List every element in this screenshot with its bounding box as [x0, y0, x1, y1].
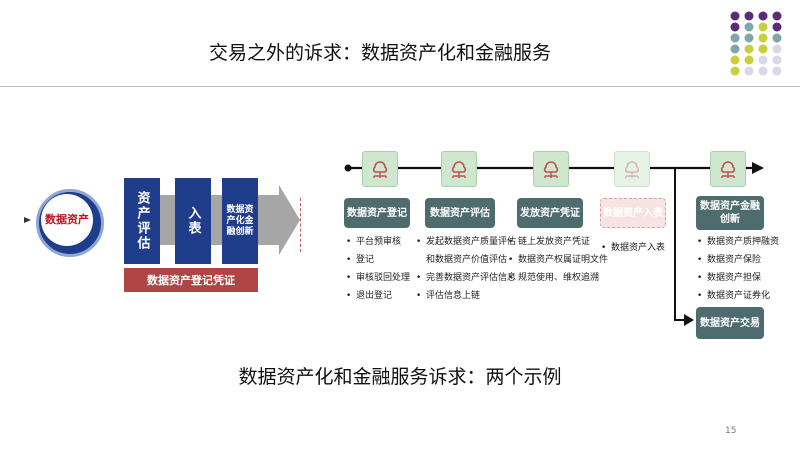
list-item: 数据资产质押融资 — [697, 233, 779, 251]
node-icon-4 — [614, 151, 650, 187]
decorative-dot — [772, 55, 782, 65]
list-item: 数据资产入表 — [601, 239, 665, 257]
node-icon-3 — [533, 151, 569, 187]
stage-registration: 数据资产登记 — [344, 198, 410, 228]
decorative-dots — [730, 11, 782, 76]
decorative-dot — [758, 66, 768, 76]
decorative-dot — [772, 44, 782, 54]
registration-certificate-bar: 数据资产登记凭证 — [124, 268, 258, 292]
title-divider — [0, 86, 800, 87]
network-icon — [543, 161, 559, 178]
network-icon — [372, 161, 388, 178]
decorative-dot — [758, 55, 768, 65]
network-icon — [451, 161, 467, 178]
decorative-dot — [730, 66, 740, 76]
branch-line — [674, 168, 686, 321]
asset-assessment-box: 资产评估 — [124, 178, 160, 264]
branch-arrowhead-icon — [684, 314, 694, 326]
decorative-dot — [758, 22, 768, 32]
entry-box: 入表 — [175, 178, 211, 264]
timeline-arrowhead-icon — [752, 162, 764, 174]
decorative-dot — [744, 22, 754, 32]
slide-title: 交易之外的诉求：数据资产化和金融服务 — [208, 42, 551, 64]
decorative-dot — [744, 11, 754, 21]
decorative-dot — [744, 44, 754, 54]
list-item: 数据资产保险 — [697, 251, 779, 269]
list-item: 发起数据资产质量评估 — [416, 233, 516, 251]
network-icon — [624, 161, 640, 178]
node-icon-2 — [441, 151, 477, 187]
list-item: 完善数据资产评估信息 — [416, 269, 516, 287]
list-item: 平台预审核 — [346, 233, 410, 251]
node-icon-5 — [710, 151, 746, 187]
decorative-dot — [730, 11, 740, 21]
list-item: 退出登记 — [346, 287, 410, 305]
finance-innovation-box: 数据资产化金融创新 — [222, 178, 258, 264]
decorative-dot — [772, 11, 782, 21]
list-item: 数据资产担保 — [697, 269, 779, 287]
decorative-dot — [730, 22, 740, 32]
list-item: 审核驳回处理 — [346, 269, 410, 287]
list-item: 数据资产证券化 — [697, 287, 779, 305]
list-item: 和数据资产价值评估 — [426, 255, 508, 265]
decorative-dot — [744, 33, 754, 43]
decorative-dot — [730, 44, 740, 54]
decorative-dot — [744, 66, 754, 76]
page-number: 15 — [725, 426, 737, 436]
node-icon-1 — [362, 151, 398, 187]
certificate-list: 链上发放资产凭证 数据资产权属证明文件 规范使用、维权追溯 — [508, 233, 608, 287]
decorative-dot — [758, 33, 768, 43]
decorative-dot — [730, 33, 740, 43]
stage-entry: 数据资产入表 — [600, 198, 666, 228]
small-arrow-icon — [24, 217, 31, 223]
list-item: 规范使用、维权追溯 — [508, 269, 608, 287]
assessment-list: 发起数据资产质量评估 和数据资产价值评估 完善数据资产评估信息 评估信息上链 — [416, 233, 516, 305]
entry-list: 数据资产入表 — [601, 239, 665, 257]
decorative-dot — [772, 66, 782, 76]
network-icon — [720, 161, 736, 178]
decorative-dot — [730, 55, 740, 65]
decorative-dot — [758, 44, 768, 54]
list-item: 评估信息上链 — [416, 287, 516, 305]
stage-assessment: 数据资产评估 — [425, 198, 495, 228]
slide-subtitle: 数据资产化和金融服务诉求：两个示例 — [238, 366, 562, 388]
data-asset-label: 数据资产 — [41, 194, 93, 246]
list-item: 链上发放资产凭证 — [508, 233, 608, 251]
finance-list: 数据资产质押融资 数据资产保险 数据资产担保 数据资产证券化 — [697, 233, 779, 305]
decorative-dot — [772, 33, 782, 43]
timeline-start-dot — [344, 164, 352, 172]
decorative-dot — [744, 55, 754, 65]
dashed-separator — [300, 198, 303, 252]
registration-list: 平台预审核 登记 审核驳回处理 退出登记 — [346, 233, 410, 305]
stage-certificate: 发放资产凭证 — [517, 198, 583, 228]
decorative-dot — [758, 11, 768, 21]
stage-finance-innovation: 数据资产金融创新 — [696, 196, 764, 230]
list-item: 数据资产权属证明文件 — [508, 251, 608, 269]
decorative-dot — [772, 22, 782, 32]
list-item: 登记 — [346, 251, 410, 269]
stage-trade: 数据资产交易 — [696, 307, 764, 339]
